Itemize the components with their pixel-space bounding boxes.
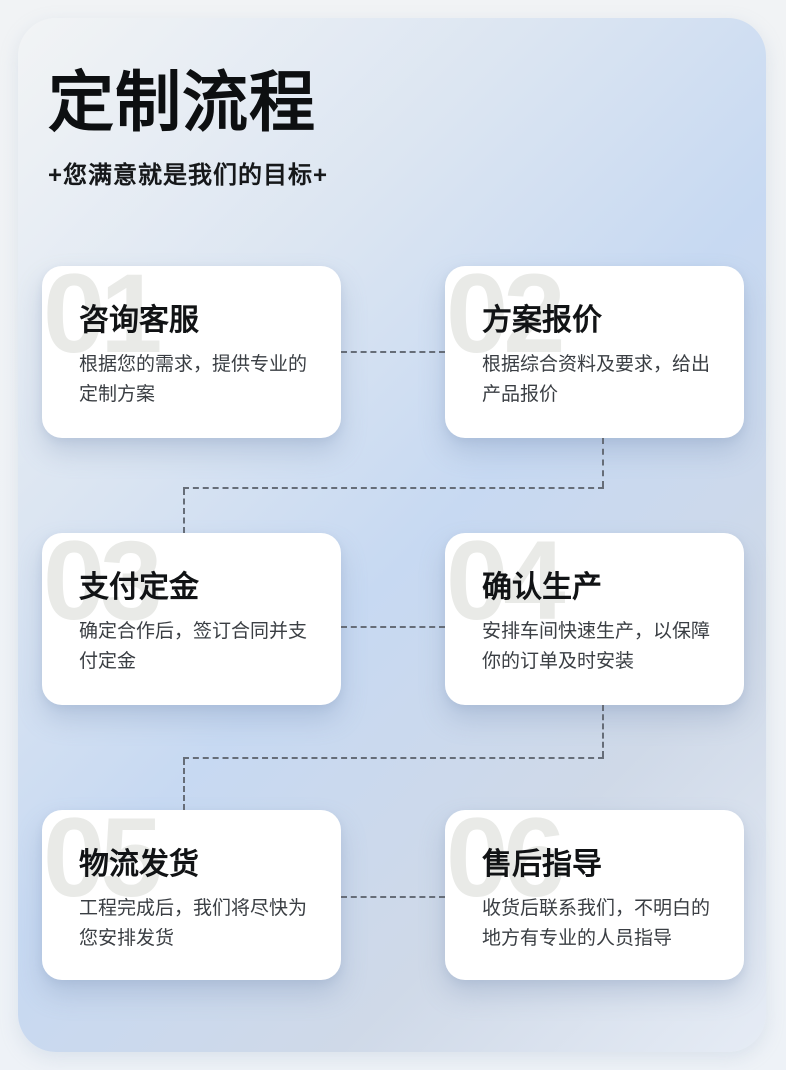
step-title: 方案报价 [482,304,602,337]
step-card-3: 03 支付定金 确定合作后，签订合同并支 付定金 [42,525,341,705]
step-card-2: 02 方案报价 根据综合资料及要求，给出 产品报价 [445,258,744,438]
step-card-5: 05 物流发货 工程完成后，我们将尽快为 您安排发货 [42,802,341,980]
step-card-1: 01 咨询客服 根据您的需求，提供专业的 定制方案 [42,258,341,438]
step-title: 咨询客服 [79,304,199,337]
step-content: 方案报价 根据综合资料及要求，给出 产品报价 [445,266,744,410]
connector-step4-down [602,705,604,757]
step-number: 01 [43,251,163,376]
header: 定制流程 +您满意就是我们的目标+ [48,65,329,190]
step-description: 收货后联系我们，不明白的 地方有专业的人员指导 [482,898,711,950]
connector-step2-down [602,438,604,487]
step-number: 04 [446,518,566,643]
step-title: 支付定金 [79,571,199,604]
step-number: 02 [446,251,566,376]
connector-step3-step4 [341,626,445,628]
step-content: 支付定金 确定合作后，签订合同并支 付定金 [42,533,341,677]
step-content: 咨询客服 根据您的需求，提供专业的 定制方案 [42,266,341,410]
step-description: 安排车间快速生产，以保障 你的订单及时安装 [482,621,711,673]
connector-step1-step2 [341,351,445,353]
page-title: 定制流程 [48,65,316,139]
connector-step3-in [183,489,185,533]
step-title: 售后指导 [482,848,602,881]
connector-step4-step5-horizontal [183,757,604,759]
connector-step2-step3-horizontal [183,487,604,489]
step-card-4: 04 确认生产 安排车间快速生产，以保障 你的订单及时安装 [445,525,744,705]
connector-step5-step6 [341,896,445,898]
step-title: 物流发货 [79,848,199,881]
step-card-6: 06 售后指导 收货后联系我们，不明白的 地方有专业的人员指导 [445,802,744,980]
step-content: 确认生产 安排车间快速生产，以保障 你的订单及时安装 [445,533,744,677]
step-content: 物流发货 工程完成后，我们将尽快为 您安排发货 [42,810,341,954]
step-title: 确认生产 [482,571,602,604]
step-number: 03 [43,518,163,643]
step-content: 售后指导 收货后联系我们，不明白的 地方有专业的人员指导 [445,810,744,954]
step-number: 06 [446,795,566,920]
step-description: 确定合作后，签订合同并支 付定金 [79,621,308,673]
page-subtitle: +您满意就是我们的目标+ [48,162,329,190]
step-description: 根据综合资料及要求，给出 产品报价 [482,354,711,406]
step-description: 根据您的需求，提供专业的 定制方案 [79,354,308,406]
process-panel: 定制流程 +您满意就是我们的目标+ 01 咨询客服 根据您的需求，提供专业的 定… [18,18,766,1052]
step-number: 05 [43,795,163,920]
step-description: 工程完成后，我们将尽快为 您安排发货 [79,898,308,950]
connector-step5-in [183,759,185,810]
